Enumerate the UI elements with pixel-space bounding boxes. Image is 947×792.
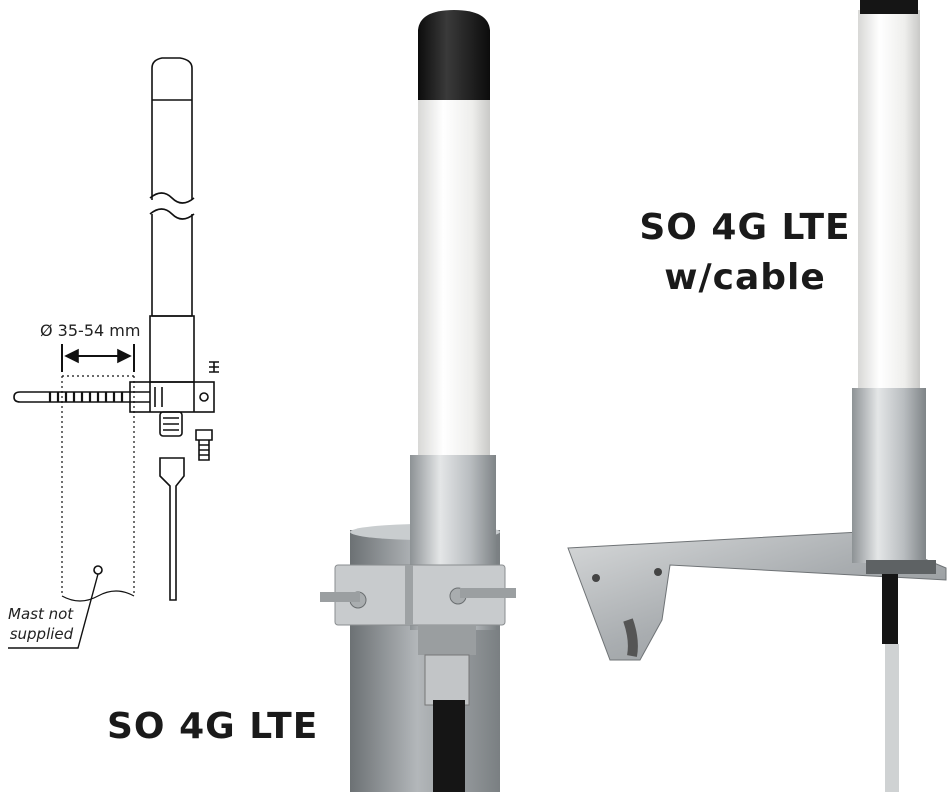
- diagram-mast-note-line2: supplied: [9, 625, 74, 643]
- diagram-threaded-rod: [13, 391, 150, 403]
- product-label-cable-line2: w/cable: [664, 257, 826, 298]
- antenna-radome-2: [858, 10, 920, 390]
- antenna-cap: [418, 10, 490, 100]
- grey-cable: [885, 644, 899, 792]
- diagram-cable-plug: [159, 457, 185, 601]
- diagram-mast-note-line1: Mast not: [8, 605, 74, 623]
- diagram-clamp: [129, 381, 215, 413]
- coax-cable: [433, 700, 465, 792]
- n-connector: [418, 625, 476, 655]
- antenna-cap-2: [860, 0, 918, 14]
- antenna-photo-main: [320, 10, 516, 792]
- diagram-mast-outline: [61, 375, 135, 596]
- antenna-photo-cable: [567, 0, 947, 792]
- diagram-base-sleeve: [149, 315, 195, 383]
- diagram-antenna-top: [151, 57, 193, 100]
- diagram-dimension-label: Ø 35-54 mm: [40, 321, 141, 340]
- cable-sleeve: [882, 574, 898, 644]
- product-label-cable-line1: SO 4G LTE: [639, 207, 851, 248]
- antenna-radome: [418, 95, 490, 460]
- diagram-connector: [159, 411, 183, 437]
- diagram-break-mark: [149, 192, 195, 204]
- mounting-diagram: [8, 57, 219, 649]
- antenna-base-2: [852, 388, 926, 563]
- product-label-cable: SO 4G LTE w/cable: [620, 203, 870, 303]
- diagram-mast-note: Mast not supplied: [8, 604, 73, 644]
- product-label-main: SO 4G LTE: [107, 706, 319, 747]
